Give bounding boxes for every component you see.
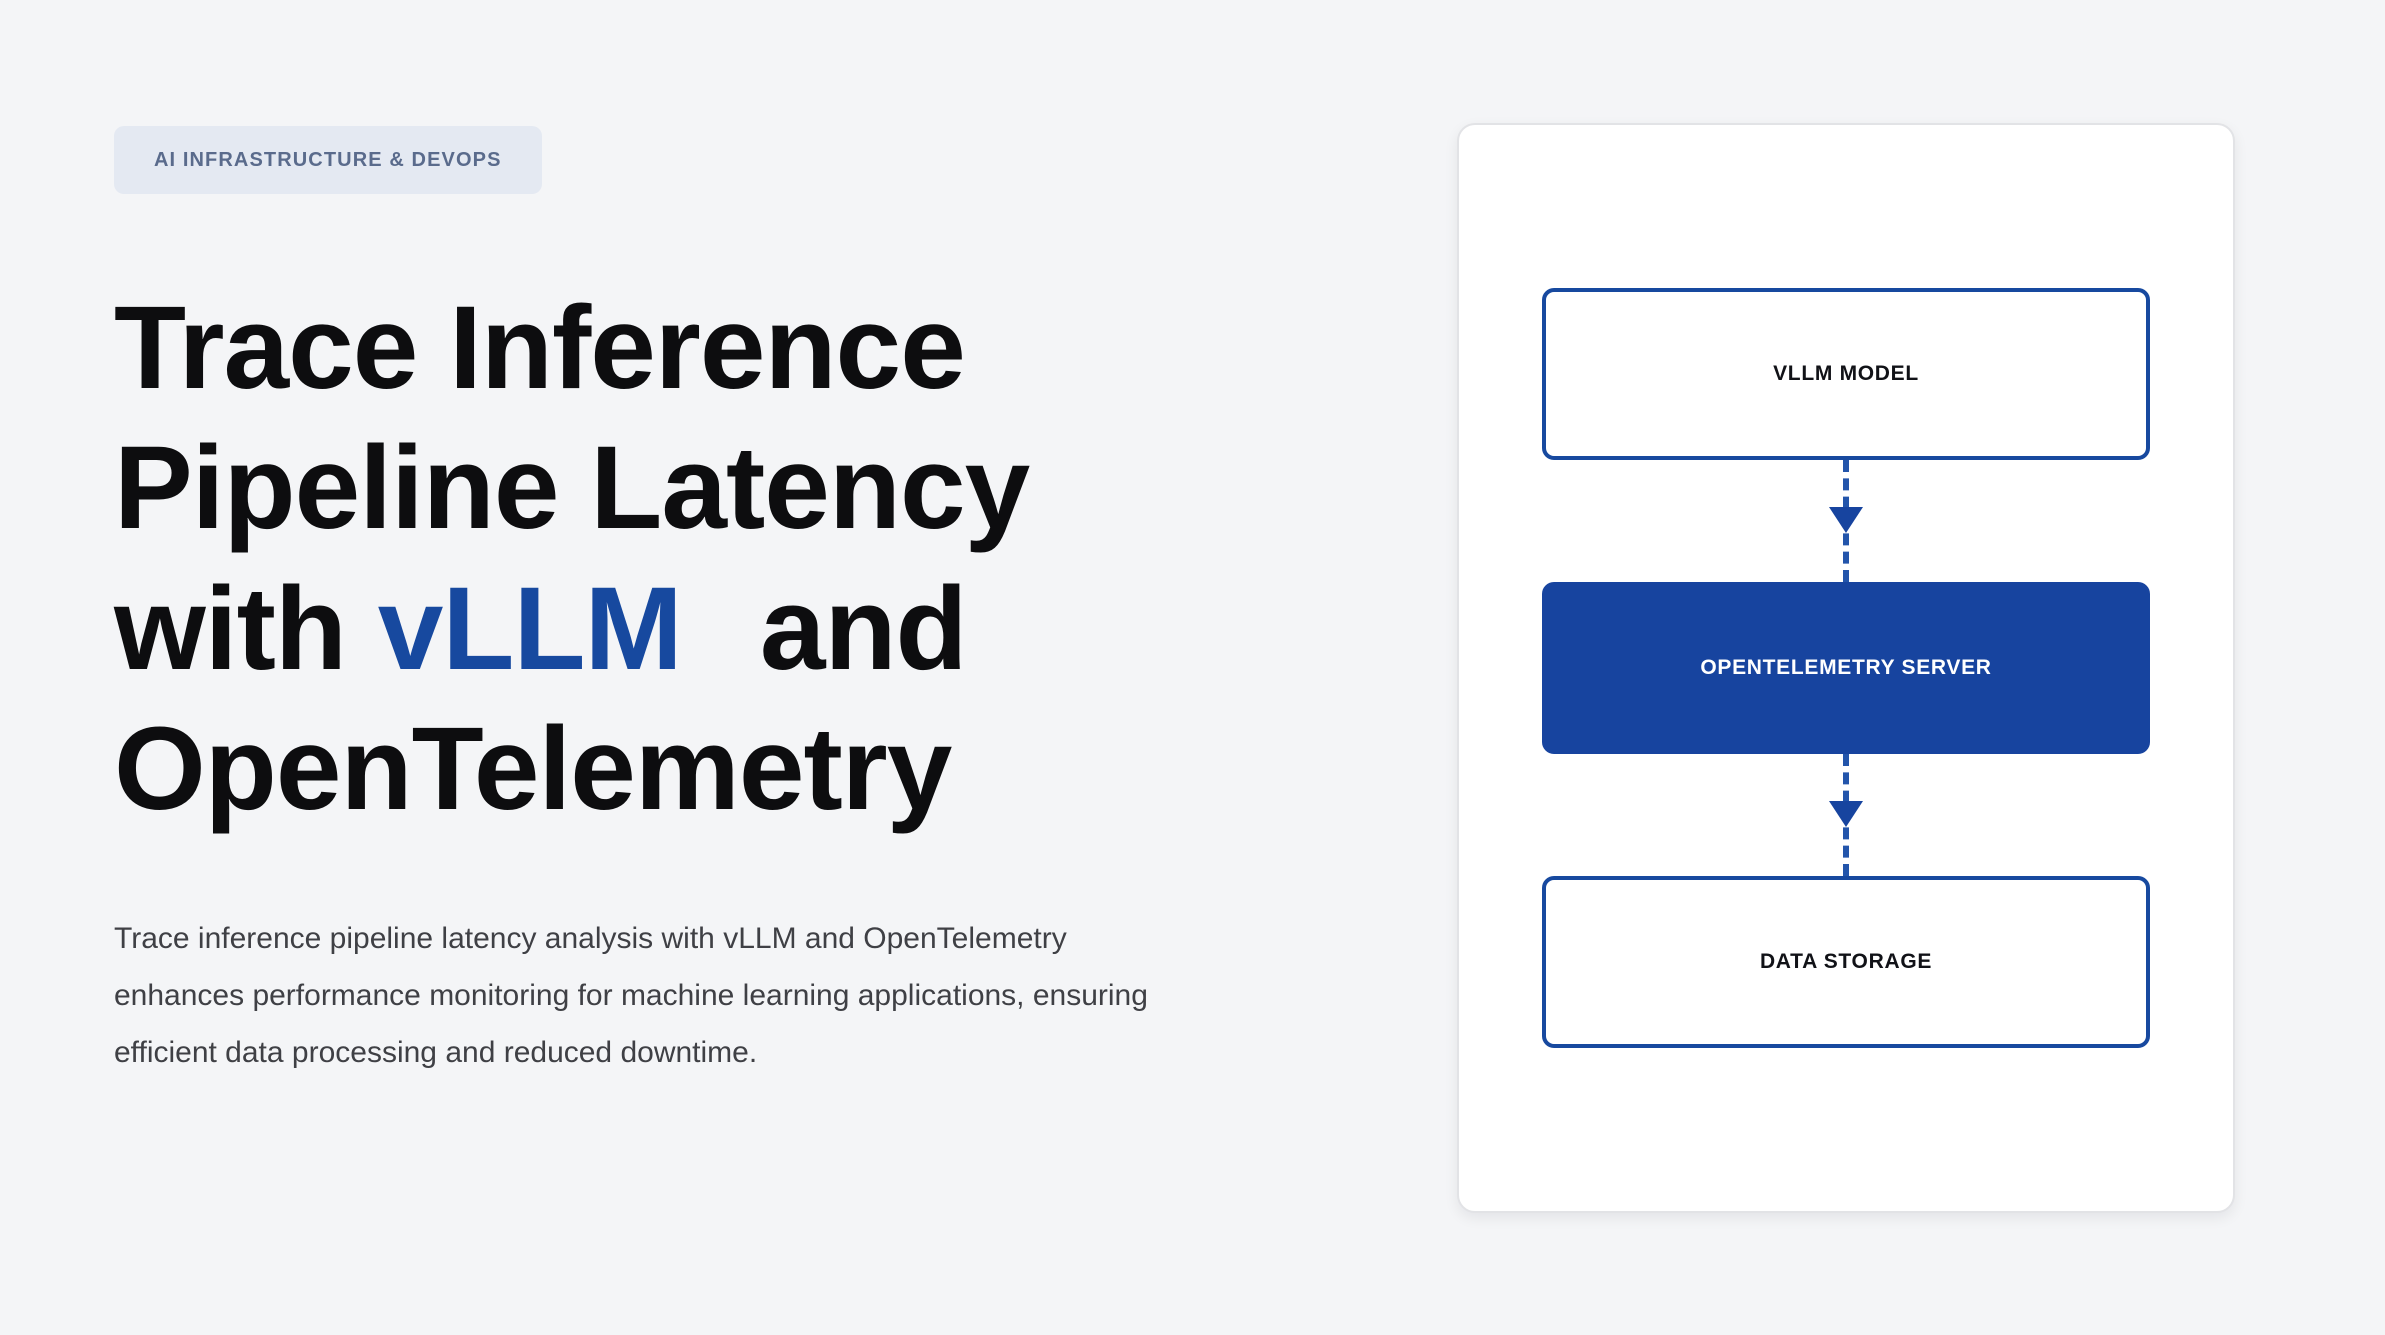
connector-otel-to-storage — [1542, 754, 2150, 876]
diagram-node-opentelemetry-server[interactable]: OPENTELEMETRY SERVER — [1542, 582, 2150, 754]
arrow-down-icon — [1829, 801, 1863, 827]
pipeline-diagram-card: VLLM MODEL OPENTELEMETRY SERVER DATA STO… — [1457, 123, 2235, 1213]
headline-part-after: and OpenTelemetry — [114, 562, 968, 836]
headline-accent-vllm: vLLM — [377, 562, 683, 695]
pipeline-flow: VLLM MODEL OPENTELEMETRY SERVER DATA STO… — [1542, 288, 2150, 1048]
arrow-down-icon — [1829, 507, 1863, 533]
headline-part-before: Trace Inference Pipeline Latency with — [114, 282, 1030, 695]
page-title: Trace Inference Pipeline Latency with vL… — [114, 278, 1114, 840]
connector-vllm-to-otel — [1542, 460, 2150, 582]
diagram-node-data-storage[interactable]: DATA STORAGE — [1542, 876, 2150, 1048]
diagram-node-vllm-model[interactable]: VLLM MODEL — [1542, 288, 2150, 460]
category-badge: AI INFRASTRUCTURE & DEVOPS — [114, 126, 542, 194]
hero-description: Trace inference pipeline latency analysi… — [114, 921, 1148, 1069]
hero-text-column: AI INFRASTRUCTURE & DEVOPS Trace Inferen… — [114, 126, 1294, 1081]
